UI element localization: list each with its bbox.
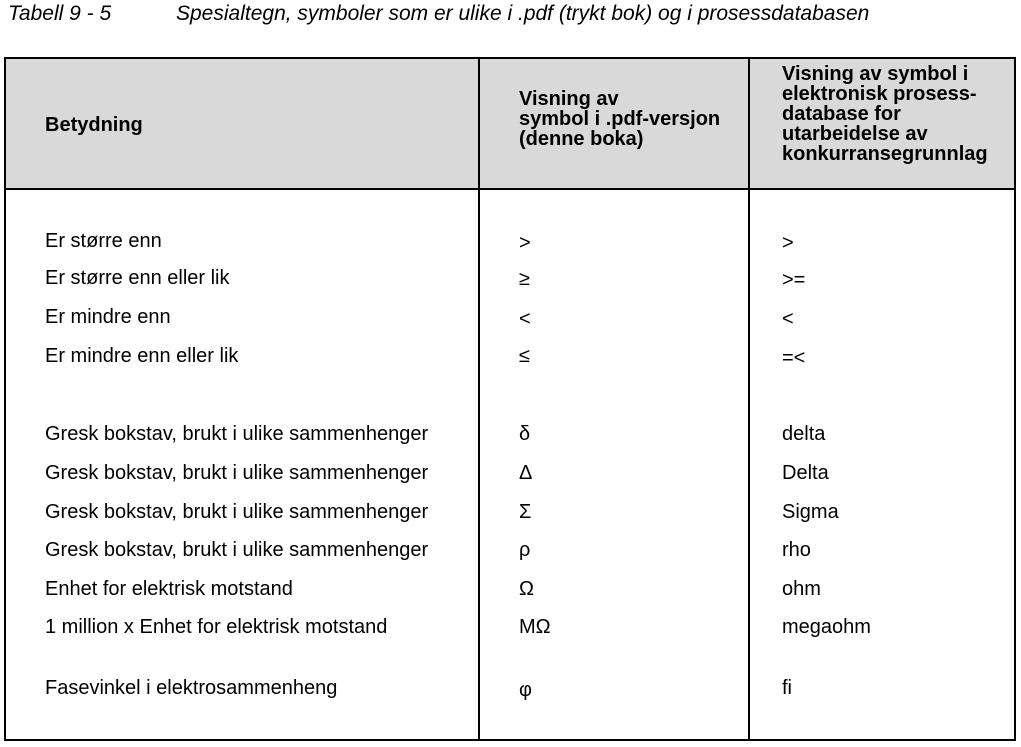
row-meaning: Er større enn xyxy=(45,230,162,252)
header-meaning: Betydning xyxy=(45,114,143,136)
table-title: Spesialtegn, symboler som er ulike i .pd… xyxy=(176,2,870,25)
row-pdf-symbol: Δ xyxy=(519,462,533,484)
row-meaning: Er mindre enn xyxy=(45,306,171,328)
row-db-symbol: Sigma xyxy=(782,501,839,523)
row-pdf-symbol: < xyxy=(519,308,531,330)
table-caption: Tabell 9 - 5 Spesialtegn, symboler som er… xyxy=(8,2,869,26)
row-pdf-symbol: φ xyxy=(519,679,532,701)
row-pdf-symbol: ≥ xyxy=(519,268,530,290)
row-pdf-symbol: δ xyxy=(519,423,531,445)
row-pdf-symbol: Ω xyxy=(519,578,534,600)
row-db-symbol: rho xyxy=(782,539,811,561)
row-db-symbol: fi xyxy=(782,677,792,699)
table-header-background xyxy=(6,59,1014,190)
column-divider-2 xyxy=(748,59,750,739)
header-pdf-symbol: Visning av symbol i .pdf-versjon (denne … xyxy=(519,88,721,150)
row-meaning: Er større enn eller lik xyxy=(45,267,230,289)
row-db-symbol: megaohm xyxy=(782,616,871,638)
row-meaning: Gresk bokstav, brukt i ulike sammenhenge… xyxy=(45,462,429,484)
row-meaning: Gresk bokstav, brukt i ulike sammenhenge… xyxy=(45,501,429,523)
row-db-symbol: > xyxy=(782,232,794,254)
row-pdf-symbol: > xyxy=(519,232,531,254)
row-meaning: Enhet for elektrisk motstand xyxy=(45,578,293,600)
column-divider-1 xyxy=(478,59,480,739)
symbol-table: Betydning Visning av symbol i .pdf-versj… xyxy=(4,57,1016,741)
row-meaning: Er mindre enn eller lik xyxy=(45,345,239,367)
row-meaning: Gresk bokstav, brukt i ulike sammenhenge… xyxy=(45,423,429,445)
header-database-symbol: Visning av symbol i elektronisk prosess-… xyxy=(782,63,988,165)
row-db-symbol: =< xyxy=(782,347,806,369)
row-meaning: 1 million x Enhet for elektrisk motstand xyxy=(45,616,388,638)
table-number: Tabell 9 - 5 xyxy=(8,2,112,25)
header-divider xyxy=(6,188,1014,190)
row-db-symbol: Delta xyxy=(782,462,829,484)
row-pdf-symbol: ≤ xyxy=(519,345,530,367)
row-db-symbol: delta xyxy=(782,423,826,445)
row-db-symbol: >= xyxy=(782,269,806,291)
row-meaning: Fasevinkel i elektrosammenheng xyxy=(45,677,338,699)
row-pdf-symbol: Σ xyxy=(519,501,532,523)
row-meaning: Gresk bokstav, brukt i ulike sammenhenge… xyxy=(45,539,429,561)
row-db-symbol: ohm xyxy=(782,578,821,600)
row-db-symbol: < xyxy=(782,308,794,330)
row-pdf-symbol: MΩ xyxy=(519,616,551,638)
row-pdf-symbol: ρ xyxy=(519,539,531,561)
